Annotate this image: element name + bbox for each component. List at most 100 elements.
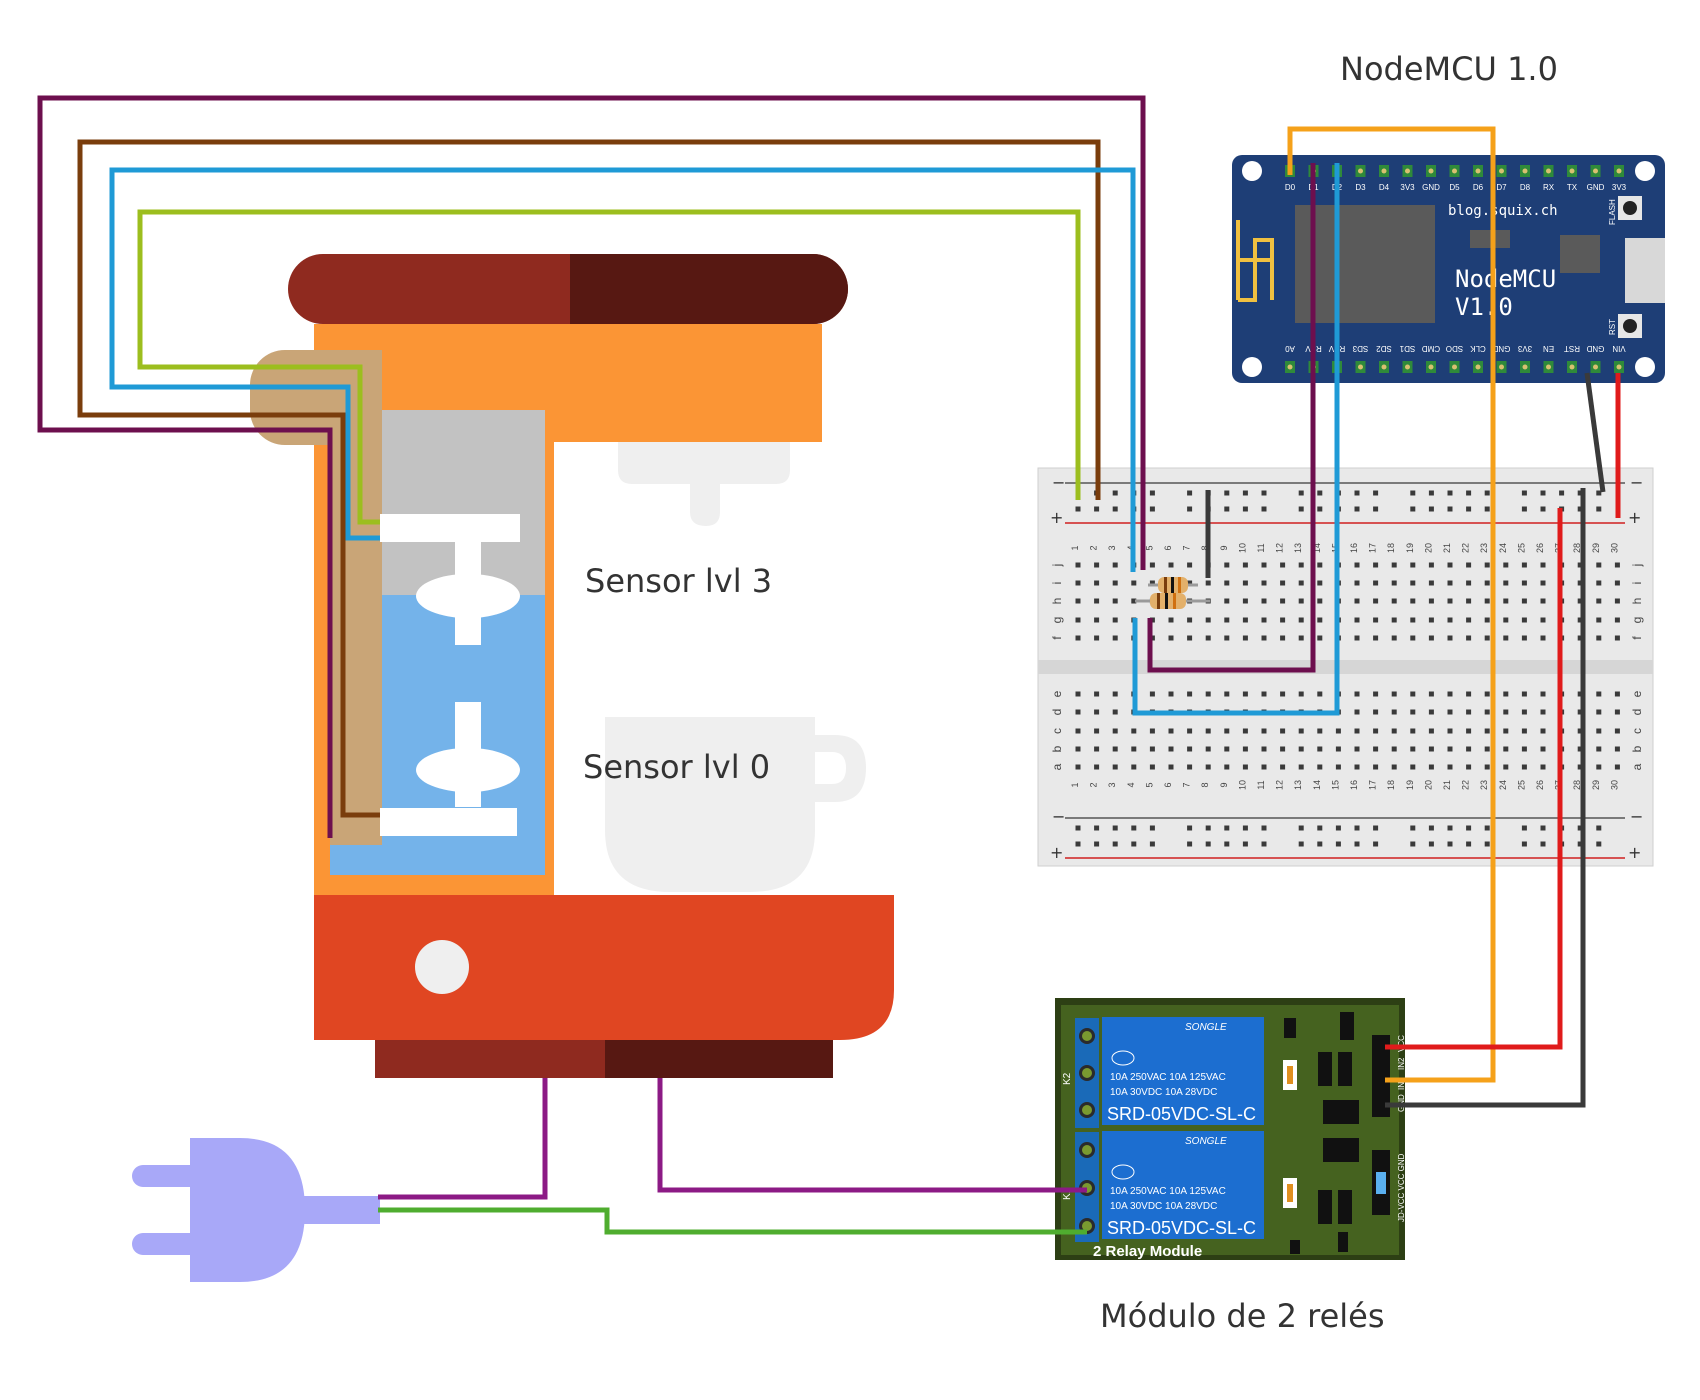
pin-hole xyxy=(1475,168,1481,174)
rail-minus-sign: − xyxy=(1052,807,1065,826)
breadboard-hole xyxy=(1540,562,1546,568)
breadboard-hole xyxy=(1242,746,1248,752)
breadboard-col-number: 2 xyxy=(1089,545,1099,550)
breadboard-hole xyxy=(1317,490,1323,496)
breadboard-col-number: 26 xyxy=(1535,780,1545,790)
breadboard-hole xyxy=(1596,709,1602,715)
breadboard-hole xyxy=(1373,598,1379,604)
nodemcu-pin-label: TX xyxy=(1567,183,1578,192)
breadboard-hole xyxy=(1149,764,1155,770)
relay-module-title: Módulo de 2 relés xyxy=(1100,1297,1385,1335)
breadboard-hole xyxy=(1224,691,1230,697)
jumper-label: JD-VCC VCC GND xyxy=(1397,1153,1406,1222)
breadboard-col-number: 25 xyxy=(1516,543,1526,553)
rail-plus-sign: + xyxy=(1628,843,1641,862)
breadboard-hole xyxy=(1596,841,1602,847)
breadboard-hole xyxy=(1596,598,1602,604)
breadboard-hole xyxy=(1075,841,1081,847)
breadboard-hole xyxy=(1373,764,1379,770)
breadboard-hole xyxy=(1577,617,1583,623)
breadboard-hole xyxy=(1484,490,1490,496)
breadboard-hole xyxy=(1466,841,1472,847)
breadboard-hole xyxy=(1577,746,1583,752)
breadboard-hole xyxy=(1410,506,1416,512)
breadboard-hole xyxy=(1094,841,1100,847)
breadboard-hole xyxy=(1484,746,1490,752)
breadboard-col-number: 6 xyxy=(1163,545,1173,550)
rail-plus-sign: + xyxy=(1050,843,1063,862)
breadboard-hole xyxy=(1577,709,1583,715)
breadboard-hole xyxy=(1373,841,1379,847)
breadboard-hole xyxy=(1577,490,1583,496)
breadboard-col-number: 13 xyxy=(1293,780,1303,790)
breadboard-row-letter: c xyxy=(1630,728,1644,734)
breadboard-hole xyxy=(1484,562,1490,568)
smd-component xyxy=(1340,1012,1354,1040)
breadboard-hole xyxy=(1354,490,1360,496)
relay-brand: SONGLE xyxy=(1185,1022,1227,1033)
relay-spec-line1: 10A 250VAC 10A 125VAC xyxy=(1110,1186,1226,1197)
terminal-screw-head xyxy=(1082,1221,1092,1231)
breadboard-hole xyxy=(1094,728,1100,734)
breadboard-hole xyxy=(1521,746,1527,752)
usb-port[interactable] xyxy=(1625,238,1665,303)
nodemcu-pin-label: GND xyxy=(1586,344,1604,353)
breadboard-hole xyxy=(1354,746,1360,752)
breadboard-hole xyxy=(1075,562,1081,568)
breadboard-hole xyxy=(1428,728,1434,734)
breadboard-hole xyxy=(1317,617,1323,623)
breadboard-hole xyxy=(1280,598,1286,604)
breadboard-hole xyxy=(1317,598,1323,604)
breadboard-hole xyxy=(1261,562,1267,568)
breadboard-hole xyxy=(1112,764,1118,770)
breadboard-hole xyxy=(1242,691,1248,697)
breadboard-hole xyxy=(1540,728,1546,734)
breadboard-row-letter: a xyxy=(1050,763,1064,770)
breadboard-hole xyxy=(1261,728,1267,734)
breadboard-hole xyxy=(1373,580,1379,586)
breadboard-hole xyxy=(1261,841,1267,847)
breadboard-col-number: 14 xyxy=(1312,543,1322,553)
breadboard-hole xyxy=(1540,490,1546,496)
breadboard-hole xyxy=(1466,825,1472,831)
pin-hole xyxy=(1428,168,1434,174)
breadboard-hole xyxy=(1447,764,1453,770)
breadboard-hole xyxy=(1466,506,1472,512)
rst-button-cap xyxy=(1623,319,1637,333)
wire-purple-outer xyxy=(37,95,1146,838)
breadboard-hole xyxy=(1540,580,1546,586)
breadboard-hole xyxy=(1521,841,1527,847)
breadboard-hole xyxy=(1484,635,1490,641)
breadboard-hole xyxy=(1447,580,1453,586)
breadboard-col-number: 7 xyxy=(1182,545,1192,550)
wire-black-relay xyxy=(1385,488,1586,1108)
breadboard-hole xyxy=(1335,728,1341,734)
breadboard-col-number: 23 xyxy=(1479,543,1489,553)
breadboard-hole xyxy=(1373,728,1379,734)
relay-footer: 2 Relay Module xyxy=(1093,1243,1202,1260)
breadboard-col-number: 12 xyxy=(1275,543,1285,553)
breadboard-col-number: 23 xyxy=(1479,780,1489,790)
breadboard-hole xyxy=(1521,635,1527,641)
breadboard-hole xyxy=(1317,691,1323,697)
power-button[interactable] xyxy=(415,940,469,994)
breadboard-hole xyxy=(1094,764,1100,770)
breadboard-hole xyxy=(1298,841,1304,847)
breadboard-hole xyxy=(1187,825,1193,831)
breadboard-row-letter: j xyxy=(1630,564,1644,568)
breadboard-hole xyxy=(1410,746,1416,752)
breadboard-hole xyxy=(1540,764,1546,770)
jumper-cap[interactable] xyxy=(1376,1172,1386,1194)
breadboard-hole xyxy=(1168,728,1174,734)
breadboard-hole xyxy=(1391,598,1397,604)
breadboard-hole xyxy=(1187,728,1193,734)
breadboard-hole xyxy=(1391,709,1397,715)
nodemcu-pin-label: D8 xyxy=(1520,183,1531,192)
breadboard-hole xyxy=(1187,764,1193,770)
breadboard-hole xyxy=(1168,746,1174,752)
breadboard-hole xyxy=(1261,617,1267,623)
breadboard-hole xyxy=(1596,691,1602,697)
breadboard-hole xyxy=(1261,598,1267,604)
breadboard-col-number: 22 xyxy=(1461,780,1471,790)
